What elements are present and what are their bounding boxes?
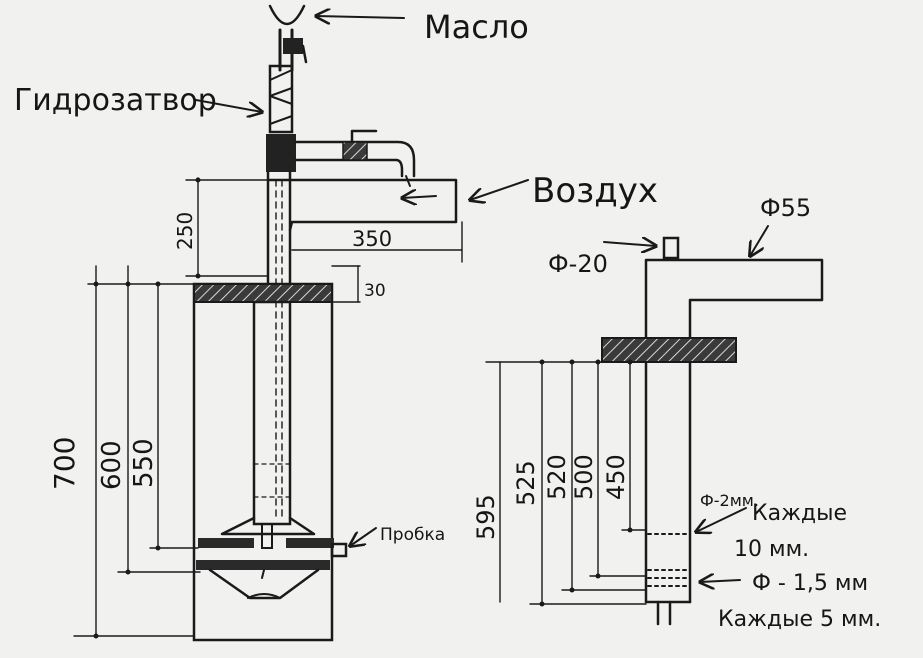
dim-lid-thickness: 30 bbox=[364, 281, 386, 301]
right-dimensions bbox=[485, 361, 647, 605]
right-device: Ф55 Ф-20 Ф-2мм. Каждые 10 мм. Ф - 1,5 мм… bbox=[472, 194, 881, 632]
inner-pipe bbox=[252, 300, 292, 526]
dim-height-550: 550 bbox=[129, 438, 159, 488]
outlet-pipe bbox=[644, 258, 824, 342]
holes-2mm-every-label: Каждые bbox=[752, 501, 847, 526]
dim-pipe-run: 350 bbox=[352, 227, 392, 251]
air-duct bbox=[266, 178, 458, 288]
left-leaders bbox=[195, 16, 529, 546]
lower-rim bbox=[196, 560, 330, 570]
holes-2mm-label: Ф-2мм. bbox=[700, 491, 759, 510]
oil-cup bbox=[268, 4, 306, 26]
burner-plate-left bbox=[198, 538, 254, 548]
dim-500: 500 bbox=[570, 454, 598, 500]
left-dimensions bbox=[73, 177, 463, 637]
dim-pipe-rise: 250 bbox=[173, 212, 197, 250]
inlet-nozzle bbox=[662, 236, 680, 260]
right-leaders bbox=[603, 225, 769, 582]
left-device: Масло Гидрозатвор Воздух Пробка 700 600 … bbox=[14, 4, 658, 642]
holes-1-5mm-step-label: Каждые 5 мм. bbox=[718, 607, 881, 632]
dim-525: 525 bbox=[512, 460, 540, 506]
holes-2mm-step-label: 10 мм. bbox=[734, 537, 809, 562]
dim-height-600: 600 bbox=[97, 440, 127, 490]
dim-height-total: 700 bbox=[48, 437, 81, 490]
inlet-diameter-label: Ф-20 bbox=[548, 250, 608, 278]
fuel-bowl bbox=[208, 568, 320, 600]
chamber-body bbox=[192, 282, 334, 642]
air-valve bbox=[342, 141, 368, 161]
plug bbox=[330, 542, 348, 558]
oil-label: Масло bbox=[424, 8, 529, 46]
burner-stem bbox=[261, 523, 273, 549]
water-seal-zigzag bbox=[269, 69, 293, 125]
burner-cone bbox=[220, 516, 316, 536]
plug-label: Пробка bbox=[380, 525, 445, 545]
oil-valve bbox=[283, 38, 303, 54]
dim-450: 450 bbox=[602, 454, 630, 500]
dim-595: 595 bbox=[472, 494, 500, 540]
water-seal-label: Гидрозатвор bbox=[14, 83, 217, 118]
outlet-diameter-label: Ф55 bbox=[760, 194, 811, 222]
air-pipe bbox=[294, 140, 416, 178]
pipe-clamp bbox=[266, 134, 296, 172]
burner-plate-right bbox=[286, 538, 334, 548]
air-label: Воздух bbox=[532, 171, 658, 211]
chamber-lid bbox=[193, 283, 333, 303]
water-seal-body bbox=[268, 64, 294, 134]
dim-520: 520 bbox=[543, 454, 571, 500]
right-lid bbox=[601, 337, 737, 363]
holes-1-5mm-label: Ф - 1,5 мм bbox=[752, 571, 868, 596]
